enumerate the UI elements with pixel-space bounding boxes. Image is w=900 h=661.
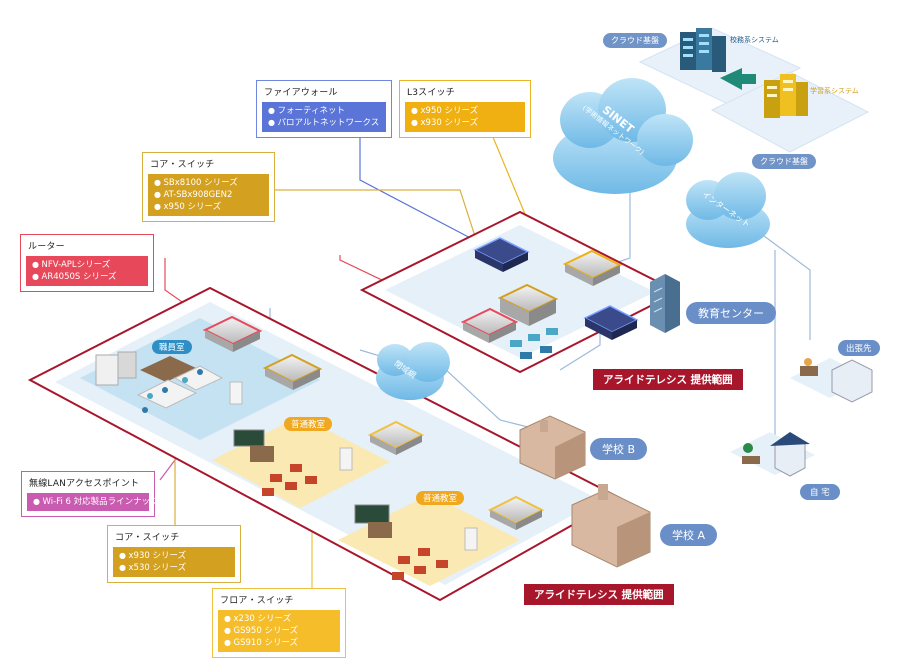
l3-switch-icon [562, 249, 623, 286]
router-title: ルーター [28, 242, 65, 252]
l3switch-title: L3スイッチ [407, 88, 455, 98]
core-bottom-item-1: x930 シリーズ [119, 550, 229, 562]
staff-room-furniture [95, 351, 224, 413]
edu-center-building-icon [650, 274, 680, 333]
wlan-callout: 無線LANアクセスポイント Wi-Fi 6 対応製品ラインナップ [21, 471, 159, 517]
cloud-label-top: クラウド基盤 [603, 33, 667, 48]
core-bottom-title: コア・スイッチ [115, 533, 180, 543]
internet-cloud-icon [686, 172, 770, 248]
l3switch-item-2: x930 シリーズ [411, 117, 519, 129]
router-item-1: NFV-APLシリーズ [32, 259, 142, 271]
access-point-2-icon [339, 447, 353, 471]
firewall-item-2: パロアルトネットワークス [268, 117, 380, 129]
school-a-label: 学校 A [660, 524, 718, 546]
home-scene-icon [730, 432, 815, 477]
school-b-label: 学校 B [590, 438, 648, 460]
floor-item-1: x230 シリーズ [224, 613, 334, 625]
dispatch-label: 出張先 [838, 340, 880, 356]
home-label: 自 宅 [800, 484, 840, 500]
classroom-1-label: 普通教室 [284, 417, 333, 431]
school-router-icon [202, 315, 263, 352]
school-core-switch-icon [262, 353, 323, 390]
core-switch-top-icon [497, 283, 559, 326]
firewall-title: ファイアウォール [264, 88, 338, 98]
edu-center-label: 教育センター [686, 302, 776, 324]
scope-label-school: アライドテレシス 提供範囲 [524, 584, 674, 605]
firewall-item-1: フォーティネット [268, 105, 380, 117]
router-item-2: AR4050S シリーズ [32, 271, 142, 283]
classroom-1-furniture [233, 429, 317, 496]
floor-item-2: GS950 シリーズ [224, 625, 334, 637]
school-a-building-icon [571, 484, 651, 568]
server-school-icon [680, 28, 726, 72]
school-b-building-icon [519, 415, 586, 480]
core-top-item-1: SBx8100 シリーズ [154, 177, 263, 189]
core-switch-bottom-callout: コア・スイッチ x930 シリーズ x530 シリーズ [107, 525, 241, 583]
floor-title: フロア・スイッチ [220, 596, 294, 606]
system-school-label: 校務系システム [730, 36, 779, 44]
edu-switch-dark-icon [583, 305, 639, 340]
server-learning-icon [764, 74, 808, 118]
sync-arrow-icon [720, 68, 756, 90]
core-top-item-2: AT-SBx908GEN2 [154, 189, 263, 201]
floor-switch-2-icon [487, 495, 545, 530]
core-bottom-item-2: x530 シリーズ [119, 562, 229, 574]
access-point-3-icon [464, 527, 478, 551]
edu-router-icon [460, 307, 519, 343]
access-point-1-icon [229, 381, 243, 405]
firewall-switch-icon [473, 237, 530, 272]
firewall-callout: ファイアウォール フォーティネット パロアルトネットワークス [256, 80, 392, 138]
sinet-cloud-icon [553, 78, 693, 194]
classroom-2-label: 普通教室 [416, 491, 465, 505]
floor-item-3: GS910 シリーズ [224, 637, 334, 649]
closed-net-cloud-icon [376, 342, 450, 400]
core-switch-top-callout: コア・スイッチ SBx8100 シリーズ AT-SBx908GEN2 x950 … [142, 152, 275, 222]
edu-center-desks [510, 328, 558, 359]
scope-label-edu: アライドテレシス 提供範囲 [593, 369, 743, 390]
dispatch-scene-icon [790, 358, 873, 403]
l3switch-callout: L3スイッチ x950 シリーズ x930 シリーズ [399, 80, 531, 138]
core-top-item-3: x950 シリーズ [154, 201, 263, 213]
classroom-2-furniture [354, 504, 448, 580]
core-top-title: コア・スイッチ [150, 160, 215, 170]
system-learning-label: 学習系システム [810, 87, 859, 95]
wlan-item-1: Wi-Fi 6 対応製品ラインナップ [33, 496, 159, 508]
floor-switch-1-icon [367, 420, 425, 455]
cloud-label-bottom: クラウド基盤 [752, 154, 816, 169]
wlan-title: 無線LANアクセスポイント [29, 479, 140, 489]
floor-switch-callout: フロア・スイッチ x230 シリーズ GS950 シリーズ GS910 シリーズ [212, 588, 346, 658]
l3switch-item-1: x950 シリーズ [411, 105, 519, 117]
staff-room-label: 職員室 [152, 340, 192, 354]
router-callout: ルーター NFV-APLシリーズ AR4050S シリーズ [20, 234, 154, 292]
